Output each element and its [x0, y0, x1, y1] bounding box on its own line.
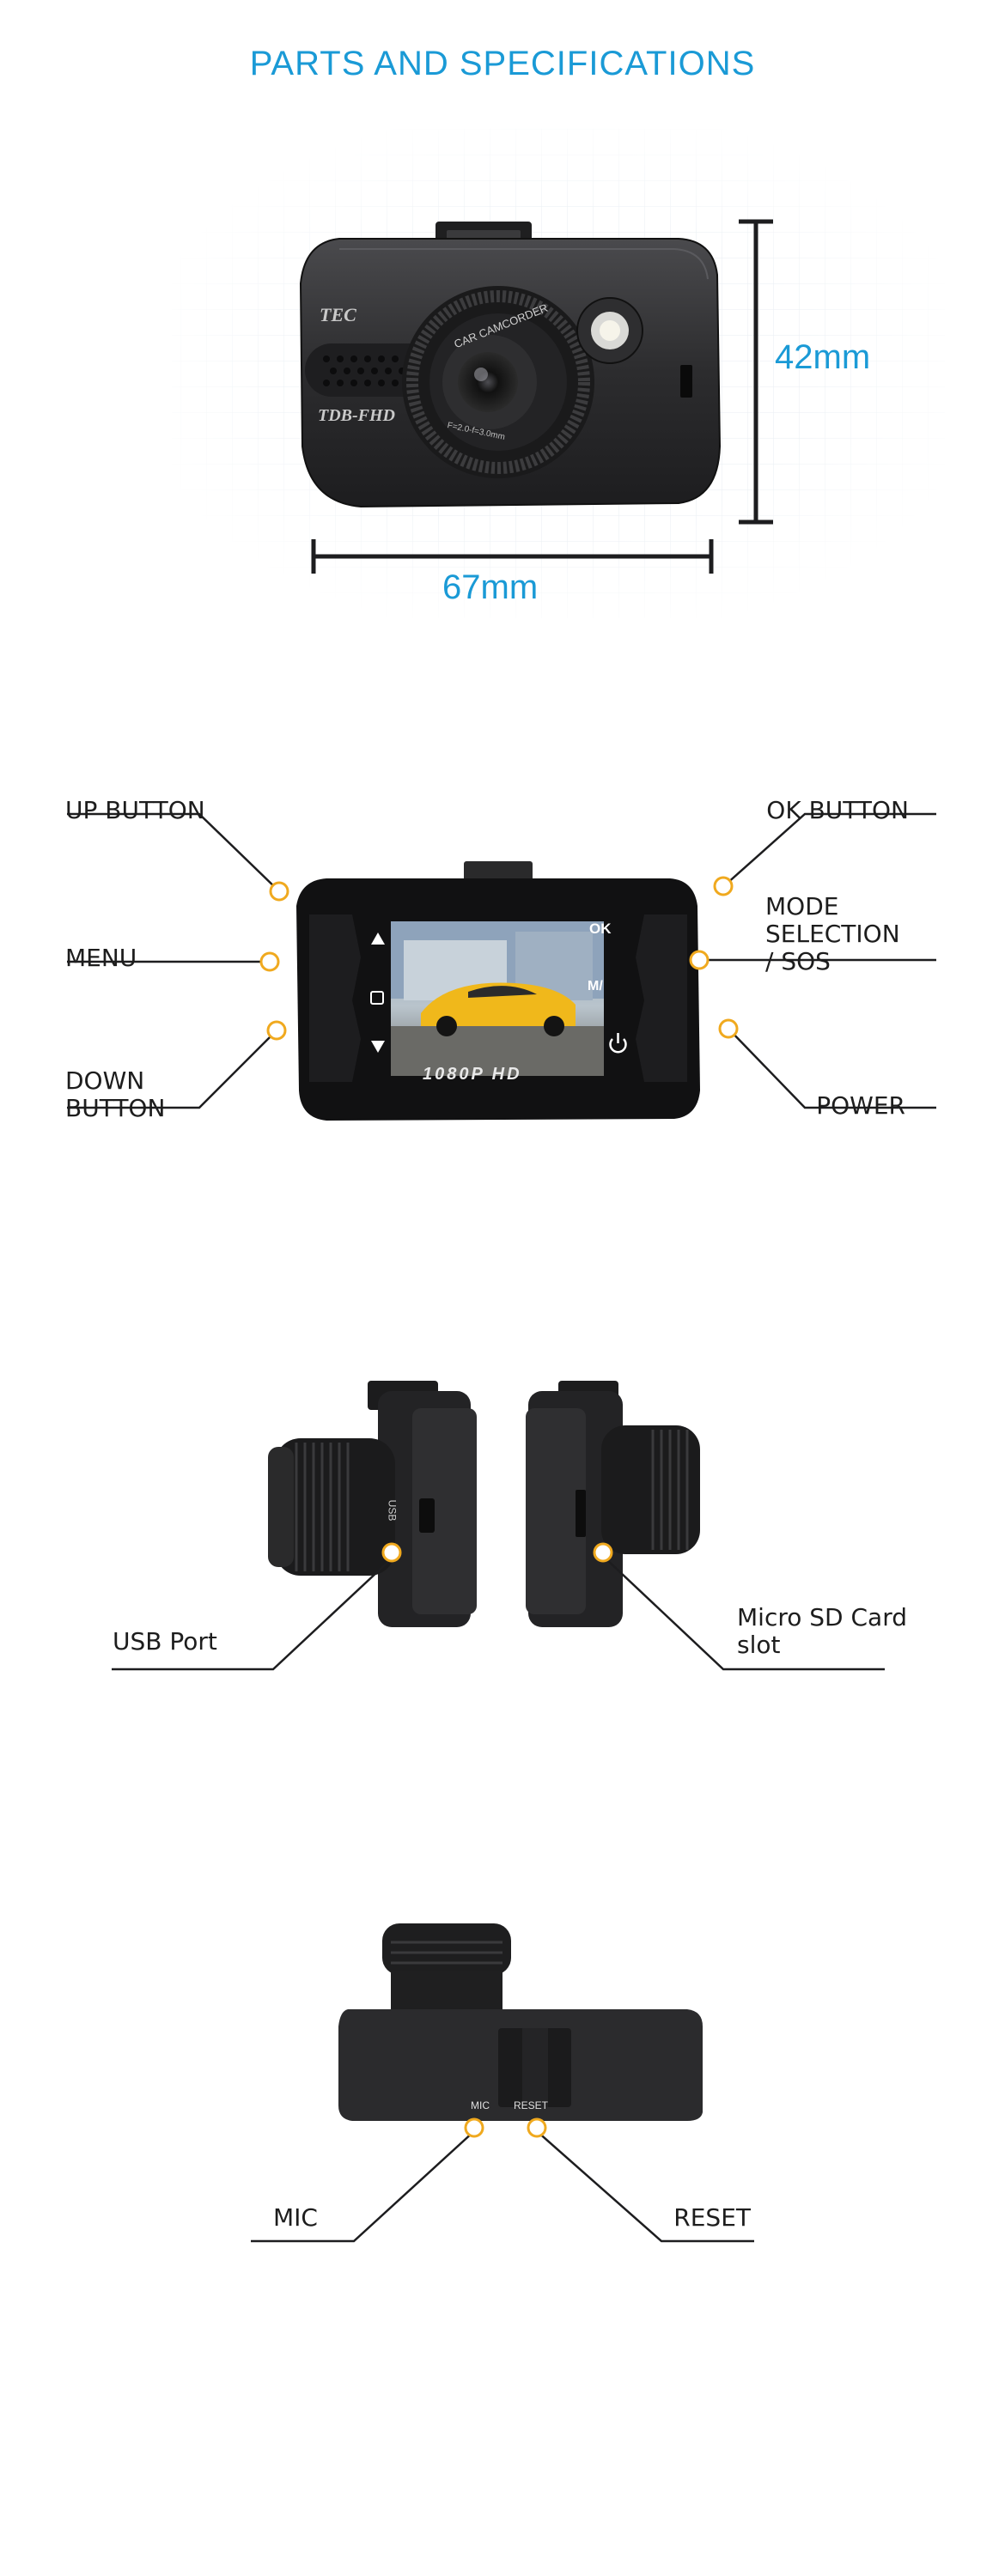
width-dimension: 67mm — [442, 568, 539, 606]
side-markers — [381, 1542, 613, 1563]
height-dimension: 42mm — [775, 338, 871, 376]
mic-marking: MIC — [471, 2099, 490, 2111]
side-connector-lines — [112, 1558, 885, 1671]
label-reset: RESET — [673, 2203, 751, 2232]
dashcam-side-left-image — [268, 1381, 477, 1627]
brand-logo-text: TEC — [320, 304, 356, 325]
label-mic: MIC — [273, 2203, 318, 2232]
label-usb-port: USB Port — [113, 1627, 217, 1656]
label-up-button: UP BUTTON — [65, 796, 205, 824]
dashcam-front-image — [299, 222, 722, 508]
power-icon — [609, 1033, 627, 1054]
dashcam-back-image — [296, 861, 700, 1121]
label-down-button: DOWN BUTTON — [65, 1066, 166, 1122]
up-arrow-icon — [371, 933, 385, 945]
ok-key-label: OK — [589, 920, 612, 937]
mode-key-label: M/ — [588, 979, 603, 993]
bottom-connector-lines — [251, 2130, 754, 2243]
width-dimension-line — [311, 539, 714, 574]
page-title: PARTS AND SPECIFICATIONS — [249, 45, 756, 82]
bottom-markers — [464, 2117, 547, 2138]
label-mode-selection-sos: MODE SELECTION / SOS — [765, 892, 900, 975]
usb-port-marking: USB — [386, 1499, 399, 1522]
label-micro-sd-slot: Micro SD Card slot — [737, 1603, 907, 1659]
height-dimension-line — [739, 219, 773, 525]
back-connector-lines — [67, 812, 936, 1109]
label-ok-button: OK BUTTON — [766, 796, 909, 824]
dashcam-bottom-image — [338, 1923, 703, 2121]
menu-icon — [370, 991, 384, 1005]
resolution-label: 1080P HD — [423, 1065, 522, 1084]
back-markers — [259, 876, 739, 1041]
reset-marking: RESET — [514, 2099, 549, 2111]
dashcam-side-right-image — [526, 1381, 700, 1627]
label-menu: MENU — [65, 944, 137, 972]
model-text: TDB-FHD — [318, 406, 395, 425]
label-power: POWER — [816, 1091, 905, 1120]
down-arrow-icon — [371, 1041, 385, 1053]
